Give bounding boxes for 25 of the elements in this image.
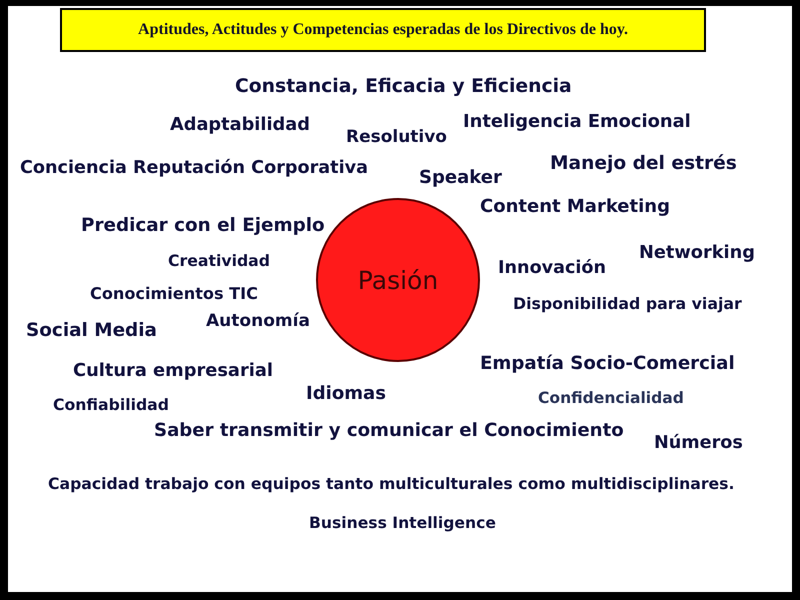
word-label: Números <box>654 433 743 454</box>
word-label: Confiabilidad <box>53 396 169 414</box>
word-label: Content Marketing <box>480 197 670 218</box>
word-label: Confidencialidad <box>538 390 684 408</box>
word-label: Capacidad trabajo con equipos tanto multiculturales como multidisciplinares. <box>48 475 734 494</box>
word-label: Empatía Socio-Comercial <box>480 354 735 375</box>
word-label: Innovación <box>498 258 606 278</box>
word-label: Social Media <box>26 320 157 342</box>
word-label: Conocimientos TIC <box>90 285 258 304</box>
word-label: Networking <box>639 243 755 264</box>
word-label: Inteligencia Emocional <box>463 112 691 133</box>
word-label: Saber transmitir y comunicar el Conocimiento <box>154 421 624 442</box>
word-label: Resolutivo <box>346 128 447 148</box>
word-label: Idiomas <box>306 384 386 405</box>
word-label: Cultura empresarial <box>73 361 273 382</box>
title-banner: Aptitudes, Actitudes y Competencias esperadas de los Directivos de hoy. <box>60 8 706 52</box>
word-label: Autonomía <box>206 312 310 332</box>
word-label: Conciencia Reputación Corporativa <box>20 158 368 178</box>
word-label: Business Intelligence <box>309 515 496 533</box>
word-label: Constancia, Eficacia y Eficiencia <box>235 76 572 98</box>
word-label: Adaptabilidad <box>170 115 310 136</box>
word-label: Manejo del estrés <box>550 153 737 174</box>
word-label: Creatividad <box>168 252 270 270</box>
word-label: Disponibilidad para viajar <box>513 295 742 314</box>
word-label: Speaker <box>419 168 502 189</box>
